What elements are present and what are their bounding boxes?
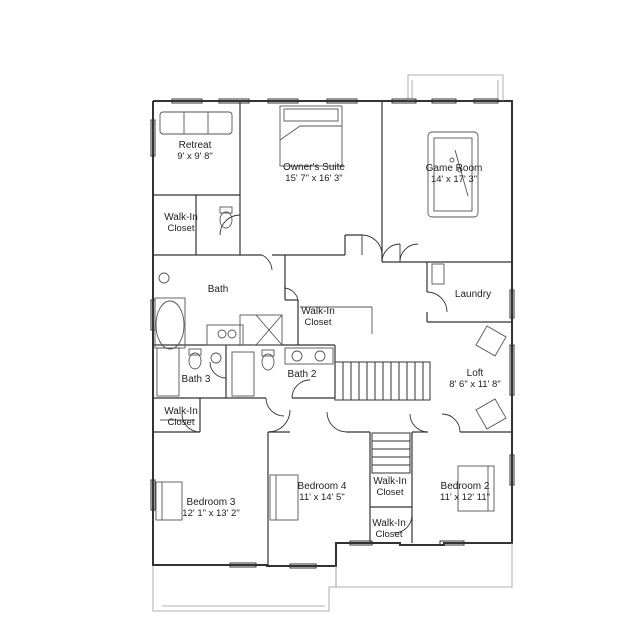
- loft-name: Loft: [466, 368, 484, 379]
- walkin-closet-4-text: Closet: [376, 487, 404, 498]
- bedroom-2-dimensions: 11' x 12' 11": [440, 492, 490, 503]
- game-room-label: Game Room 14' x 17' 3": [426, 163, 483, 185]
- walkin-closet-3-label: Walk-In Closet: [164, 406, 198, 428]
- bath-label: Bath: [208, 284, 229, 295]
- walkin-closet-3-name: Walk-In: [164, 406, 198, 417]
- doors: [181, 214, 461, 534]
- bedroom-2-name: Bedroom 2: [440, 481, 490, 492]
- walkin-closet-5-name: Walk-In: [372, 518, 406, 529]
- walkin-closet-4-name: Walk-In: [373, 476, 407, 487]
- loft-dimensions: 8' 6" x 11' 8": [449, 379, 501, 390]
- walkin-closet-1-name: Walk-In: [164, 212, 198, 223]
- bedroom-3-label: Bedroom 3 12' 1" x 13' 2": [182, 497, 239, 519]
- windows: [150, 98, 515, 569]
- bath-2-label: Bath 2: [288, 369, 317, 380]
- owners-suite-label: Owner's Suite 15' 7" x 16' 3": [283, 162, 345, 184]
- bedroom-4-dimensions: 11' x 14' 5": [299, 492, 345, 503]
- walkin-closet-1-text: Closet: [167, 223, 195, 234]
- walkin-closet-2-text: Closet: [304, 317, 332, 328]
- walkin-closet-2-label: Walk-In Closet: [301, 306, 335, 328]
- retreat-label: Retreat 9' x 9' 8": [177, 140, 213, 162]
- game-room-dimensions: 14' x 17' 3": [430, 174, 478, 185]
- retreat-name: Retreat: [178, 140, 212, 151]
- bath-2-name: Bath 2: [287, 369, 317, 380]
- bedroom-3-dimensions: 12' 1" x 13' 2": [182, 508, 240, 519]
- bath-3-label: Bath 3: [182, 374, 211, 385]
- walkin-closet-3-text: Closet: [167, 417, 195, 428]
- retreat-dimensions: 9' x 9' 8": [177, 151, 213, 162]
- loft-label: Loft 8' 6" x 11' 8": [449, 368, 500, 390]
- walkin-closet-1-label: Walk-In Closet: [164, 212, 198, 234]
- bedroom-2-label: Bedroom 2 11' x 12' 11": [440, 481, 490, 503]
- bedroom-4-name: Bedroom 4: [297, 481, 347, 492]
- walkin-closet-5-label: Walk-In Closet: [372, 518, 406, 540]
- owners-suite-name: Owner's Suite: [283, 162, 345, 173]
- bath-3-name: Bath 3: [181, 374, 211, 385]
- laundry-name: Laundry: [454, 289, 492, 300]
- fixtures: [154, 105, 507, 521]
- walkin-closet-4-label: Walk-In Closet: [373, 476, 407, 498]
- walkin-closet-5-text: Closet: [375, 529, 403, 540]
- owners-suite-dimensions: 15' 7" x 16' 3": [285, 173, 343, 184]
- laundry-label: Laundry: [455, 289, 491, 300]
- bedroom-4-label: Bedroom 4 11' x 14' 5": [298, 481, 347, 503]
- walkin-closet-2-name: Walk-In: [301, 306, 335, 317]
- bath-name: Bath: [207, 284, 229, 295]
- stairs: [334, 361, 431, 474]
- bedroom-3-name: Bedroom 3: [186, 497, 236, 508]
- porch-outline: [152, 74, 513, 612]
- game-room-name: Game Room: [425, 163, 483, 174]
